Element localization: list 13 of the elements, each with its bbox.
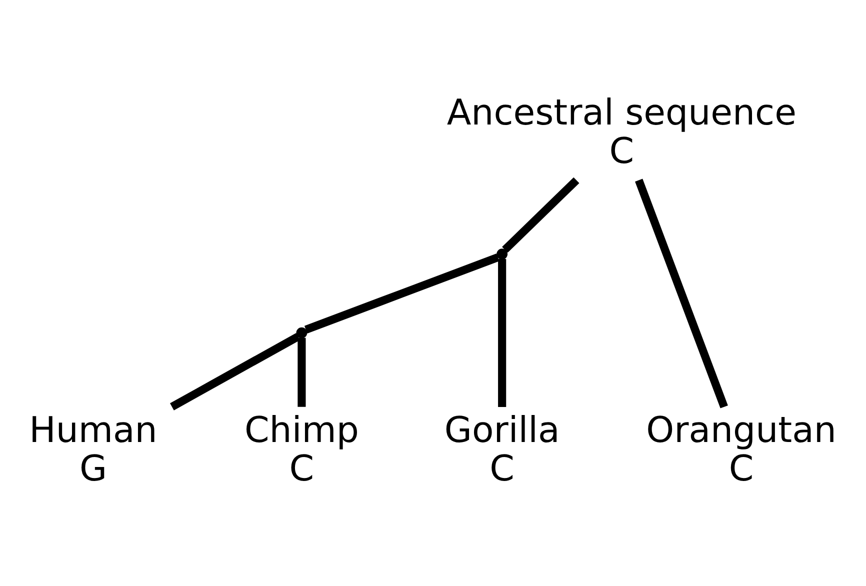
connector bbox=[635, 178, 728, 408]
connector bbox=[170, 332, 300, 410]
node-point bbox=[296, 326, 308, 338]
node-text: Gorilla C bbox=[444, 409, 560, 490]
connector bbox=[498, 258, 506, 407]
node-text: Ancestral sequence C bbox=[446, 92, 796, 172]
node-text: Chimp C bbox=[244, 409, 359, 490]
connector bbox=[304, 253, 500, 333]
node-text: Human G bbox=[29, 409, 158, 490]
connector bbox=[298, 337, 306, 406]
node-point bbox=[496, 248, 508, 260]
connector bbox=[502, 176, 580, 252]
node-text: Orangutan C bbox=[646, 409, 836, 490]
